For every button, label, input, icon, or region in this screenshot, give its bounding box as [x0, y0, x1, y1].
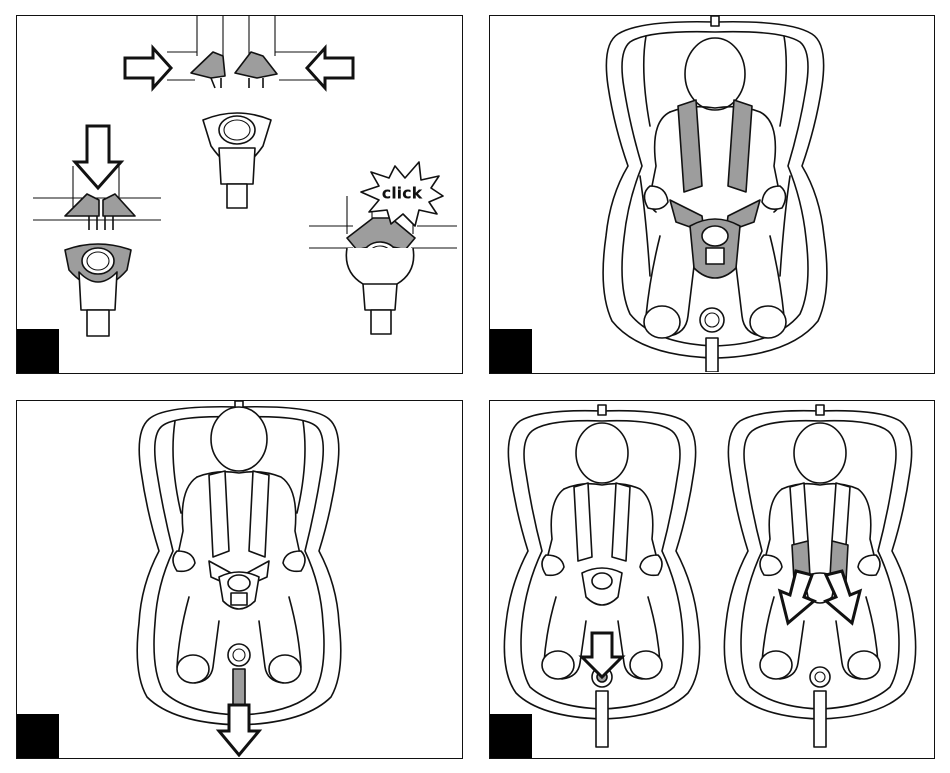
buckle-housing-left — [65, 244, 131, 336]
tongues-separated — [167, 16, 317, 88]
harness-straps — [670, 100, 760, 278]
step-number-box — [490, 329, 532, 373]
seat-release-illustration — [490, 401, 933, 757]
step-number-box — [490, 714, 532, 758]
panel-harness-buckled — [489, 15, 935, 374]
tongues-clicked — [309, 196, 457, 334]
harness-straps — [209, 471, 269, 609]
arrow-down-icon — [582, 633, 622, 677]
arrow-down-icon — [75, 126, 121, 188]
panel-release-harness — [489, 400, 935, 759]
child-figure — [173, 407, 305, 683]
step-number-box — [17, 714, 59, 758]
step-number-box — [17, 329, 59, 373]
adjuster-strap — [700, 308, 724, 372]
arrow-left-icon — [307, 48, 353, 88]
buckle-latching-illustration: click — [17, 16, 461, 372]
car-seat-right — [724, 405, 915, 747]
click-callout: click — [382, 184, 423, 203]
adjuster-strap — [228, 644, 250, 709]
car-seat-left — [504, 405, 699, 747]
seat-harness-illustration — [490, 16, 933, 372]
seat-adjust-illustration — [17, 401, 461, 757]
panel-pull-adjuster — [16, 400, 463, 759]
buckle-housing-center — [203, 113, 271, 208]
panel-buckle-latching: click — [16, 15, 463, 374]
arrow-down-icon — [219, 705, 259, 755]
child-figure — [644, 38, 786, 338]
arrow-right-icon — [125, 48, 171, 88]
